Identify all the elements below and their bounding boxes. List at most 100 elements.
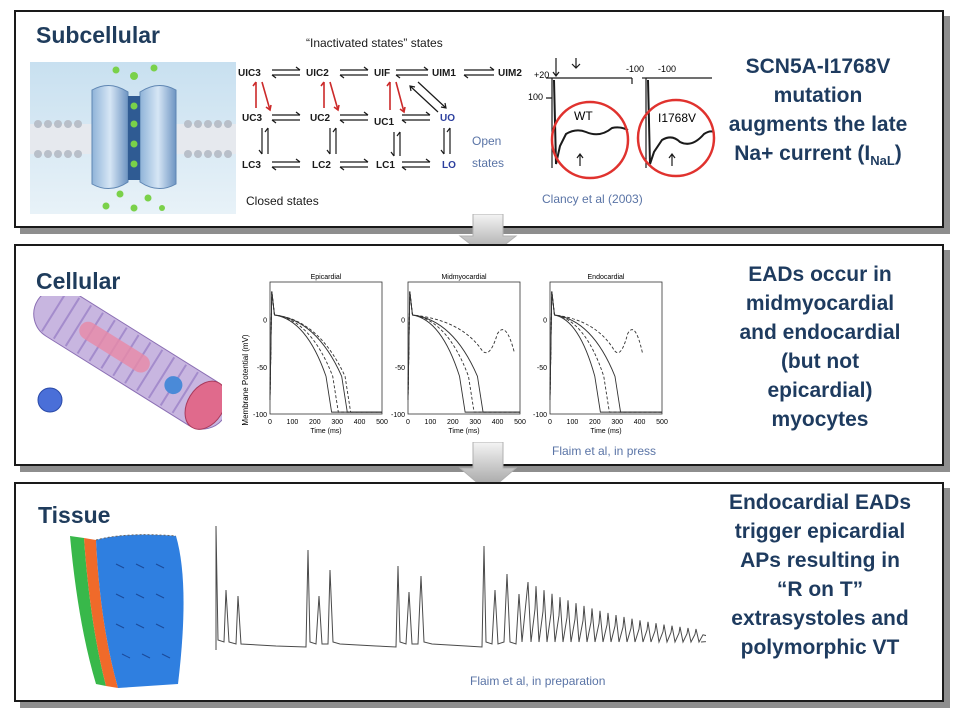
ap-curve (549, 291, 662, 413)
ap-curve (407, 291, 520, 413)
state-lc1: LC1 (376, 160, 395, 171)
ap-ylabel: Membrane Potential (mV) (241, 334, 250, 425)
ap-ytick-label: -100 (533, 412, 547, 419)
mutant-label: I1768V (658, 111, 696, 125)
ion-channel-illustration (30, 62, 236, 214)
action-potential-plots: Membrane Potential (mV) Epicardial 0 -50 -1… (241, 274, 668, 435)
sub-text-line2: mutation (773, 84, 863, 107)
current-trace-panel: +20 100 -100 -100 WT I1768V (528, 58, 716, 180)
mutant-trace (647, 79, 715, 165)
cell-text-line5: epicardial) (767, 379, 873, 402)
ap-plot-frame (549, 281, 663, 415)
ap-ytick-label: 0 (543, 318, 547, 325)
trace-tick-100: 100 (528, 92, 543, 102)
ap-xtick-label: 500 (656, 419, 668, 426)
wt-highlight-circle (550, 100, 630, 180)
tissue-text-line2: trigger epicardial (734, 520, 906, 543)
sub-text-line4: Na+ current (INaL) (700, 139, 936, 175)
state-uc2: UC2 (310, 113, 331, 124)
cellular-panel: Cellular Membrane Potential (mV) Epicard… (14, 244, 944, 466)
tissue-text-line1: Endocardial EADs (728, 491, 912, 514)
ap-plot-title: Epicardial (311, 274, 342, 281)
state-lo: LO (442, 160, 456, 171)
state-uic2: UIC2 (306, 68, 329, 79)
cell-text-line4: (but not (780, 350, 860, 373)
sub-text-line4-main: Na+ current (I (734, 142, 871, 165)
ap-xtick-label: 200 (589, 419, 601, 426)
mutant-highlight-circle (636, 98, 716, 178)
ap-curve (407, 291, 515, 400)
ap-xtick-label: 100 (287, 419, 299, 426)
ap-curve (407, 291, 520, 413)
ap-xtick-label: 300 (469, 419, 481, 426)
ap-xtick-label: 300 (331, 419, 343, 426)
tissue-title: Tissue (38, 502, 111, 528)
state-uc1: UC1 (374, 117, 395, 128)
ap-ytick-label: -50 (395, 365, 405, 372)
open-label-line1: Open (472, 134, 502, 148)
trace-tick-minus100b: -100 (658, 64, 676, 74)
trace-tick-plus20: +20 (534, 70, 549, 80)
tissue-text-line4: “R on T” (776, 578, 864, 601)
sub-text-line3: augments the late (728, 113, 908, 136)
tissue-summary: Endocardial EADs trigger epicardial APs … (700, 488, 940, 662)
ap-xtick-label: 400 (492, 419, 504, 426)
tissue-text-line6: polymorphic VT (740, 636, 900, 659)
state-lc2: LC2 (312, 160, 331, 171)
ap-xtick-label: 0 (548, 419, 552, 426)
down-arrow-2 (458, 442, 518, 493)
sub-text-close: ) (894, 142, 902, 165)
ap-xlabel: Time (ms) (448, 428, 479, 435)
ap-xtick-label: 100 (425, 419, 437, 426)
state-uif: UIF (374, 68, 391, 79)
tissue-wedge-illustration (70, 534, 184, 688)
state-uim1: UIM1 (432, 68, 456, 79)
down-arrow (571, 58, 581, 69)
ap-curve (269, 291, 382, 413)
wt-trace (553, 79, 629, 165)
ap-xtick-label: 0 (268, 419, 272, 426)
clancy-citation: Clancy et al (2003) (542, 192, 643, 206)
cellular-summary: EADs occur in midmyocardial and endocard… (702, 260, 938, 434)
sub-text-line1: SCN5A-I1768V (745, 55, 891, 78)
tissue-text-line3: APs resulting in (740, 549, 900, 572)
cellular-title: Cellular (36, 268, 121, 294)
ap-ytick-label: -50 (537, 365, 547, 372)
ap-curve (549, 291, 662, 413)
ap-plot-frame (269, 281, 383, 415)
cell-text-line6: myocytes (771, 408, 869, 431)
tissue-ecg-trace (215, 525, 706, 650)
ap-curve (269, 291, 382, 413)
state-uim2: UIM2 (498, 68, 522, 79)
ap-ytick-label: 0 (401, 318, 405, 325)
inactivated-states-label: “Inactivated states” states (306, 36, 443, 50)
cell-text-line2: midmyocardial (745, 292, 895, 315)
ap-xtick-label: 300 (611, 419, 623, 426)
ap-curve (269, 291, 382, 413)
state-transition-arrows (252, 66, 495, 171)
ap-curve (549, 291, 662, 413)
ap-curve (407, 291, 520, 413)
ap-xtick-label: 500 (376, 419, 388, 426)
ap-plot-title: Midmyocardial (441, 274, 487, 281)
subcellular-summary: SCN5A-I1768V mutation augments the late … (700, 52, 936, 175)
sub-text-subscript: NaL (870, 153, 895, 169)
state-lc3: LC3 (242, 160, 261, 171)
myocyte-illustration (33, 296, 222, 430)
ap-ytick-label: 0 (263, 318, 267, 325)
closed-states-label: Closed states (246, 194, 319, 208)
cell-text-line1: EADs occur in (748, 263, 892, 286)
trace-tick-minus100a: -100 (626, 64, 644, 74)
ap-plot-frame (407, 281, 521, 415)
ecg-trace-line (215, 525, 706, 650)
ap-xtick-label: 500 (514, 419, 526, 426)
ap-xlabel: Time (ms) (310, 428, 341, 435)
tissue-panel: Tissue Flaim et al, in preparation Endoc… (14, 482, 944, 702)
cell-text-line3: and endocardial (739, 321, 901, 344)
state-uic3: UIC3 (238, 68, 261, 79)
ap-xtick-label: 400 (634, 419, 646, 426)
ap-xtick-label: 400 (354, 419, 366, 426)
